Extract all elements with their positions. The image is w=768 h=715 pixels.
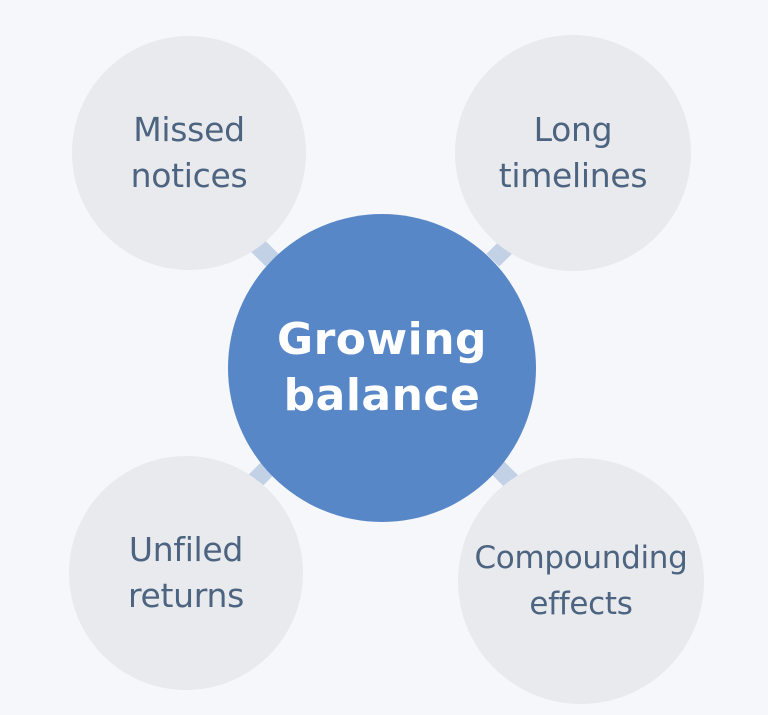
node-unfiled-returns: Unfiled returns [69, 456, 303, 690]
node-label-line: effects [529, 586, 633, 622]
node-label-line: returns [128, 576, 244, 615]
node-label-line: Unfiled [128, 530, 244, 569]
node-label-line: Compounding [474, 540, 688, 576]
hub-growing-balance: Growing balance [228, 214, 536, 522]
node-missed-notices: Missed notices [72, 36, 306, 270]
hub-label-line: Growing [276, 314, 488, 365]
node-label-line: Missed [133, 110, 245, 149]
node-label-line: notices [130, 156, 248, 195]
node-compounding-effects: Compounding effects [458, 458, 704, 704]
node-long-timelines: Long timelines [455, 35, 691, 271]
node-label-line: Long [533, 110, 613, 149]
node-label-line: timelines [498, 156, 648, 195]
hub-label-line: balance [283, 370, 481, 421]
